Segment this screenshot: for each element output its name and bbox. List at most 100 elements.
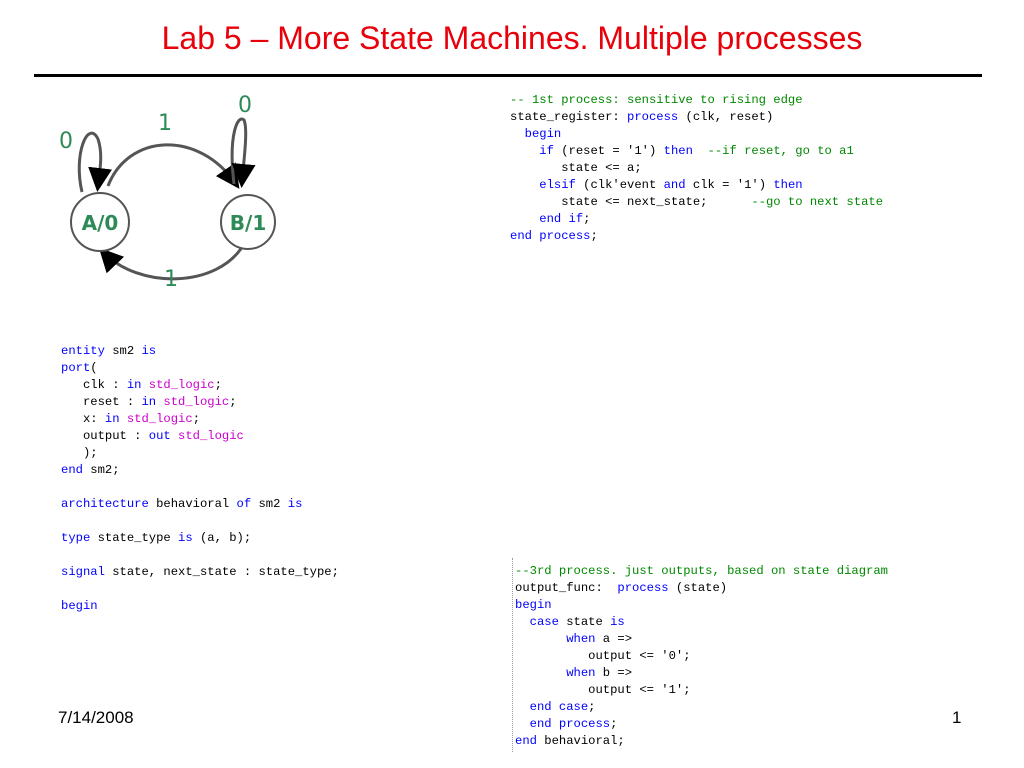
code-token	[515, 615, 530, 629]
code-line: type state_type is (a, b);	[61, 531, 251, 545]
code-line: if (reset = '1') then --if reset, go to …	[510, 144, 854, 158]
code-token: begin	[61, 599, 98, 613]
code-line: entity sm2 is	[61, 344, 156, 358]
self-loop-a-label: 0	[59, 129, 73, 154]
self-loop-b-label: 0	[238, 93, 252, 118]
code-token	[693, 144, 708, 158]
code-token: sm2	[251, 497, 288, 511]
code-token: ;	[610, 717, 618, 731]
state-a-label: A/0	[82, 211, 119, 235]
code-line: --3rd process. just outputs, based on st…	[515, 564, 888, 578]
code-token: ;	[229, 395, 237, 409]
code-line: end process;	[515, 717, 618, 731]
code-token: end process	[529, 717, 611, 731]
code-token: sm2;	[82, 463, 120, 477]
code-token: b =>	[595, 666, 633, 680]
code-line: x: in std_logic;	[61, 412, 200, 426]
code-token: state <= next_state;	[510, 195, 752, 209]
self-loop-b	[230, 117, 256, 188]
code-token: );	[61, 446, 98, 460]
code-token	[515, 700, 530, 714]
transition-arc-b-to-a	[98, 243, 246, 281]
code-token: state <= a;	[510, 161, 642, 175]
code-token: out	[148, 429, 171, 443]
code-token	[510, 178, 539, 192]
transition-b-to-a-label: 1	[164, 267, 178, 292]
code-token: signal	[61, 565, 105, 579]
code-line: signal state, next_state : state_type;	[61, 565, 339, 579]
code-line: output : out std_logic	[61, 429, 244, 443]
code-token: then	[663, 144, 693, 158]
code-block-entity: entity sm2 is port( clk : in std_logic; …	[61, 343, 339, 615]
code-token: is	[287, 497, 303, 511]
code-token: in	[141, 395, 157, 409]
page-number: 1	[952, 708, 962, 727]
code-token: end	[515, 734, 537, 748]
code-token	[510, 212, 539, 226]
self-loop-a	[77, 131, 113, 193]
code-token: (reset = '1')	[553, 144, 664, 158]
code-token: clk = '1')	[685, 178, 774, 192]
code-line: output_func: process (state)	[515, 581, 727, 595]
footer-date: 7/14/2008	[58, 708, 134, 727]
code-token: sm2	[104, 344, 142, 358]
code-line: -- 1st process: sensitive to rising edge	[510, 93, 803, 107]
code-token: end case	[529, 700, 589, 714]
code-line: elsif (clk'event and clk = '1') then	[510, 178, 802, 192]
code-token: behavioral;	[536, 734, 625, 748]
code-token: --3rd process. just outputs, based on st…	[515, 564, 888, 578]
code-token: (	[90, 361, 98, 375]
code-token	[120, 412, 127, 426]
code-token	[515, 632, 566, 646]
code-line: when b =>	[515, 666, 632, 680]
code-token: (state)	[668, 581, 728, 595]
code-token: ;	[588, 700, 596, 714]
code-token: elsif	[539, 178, 576, 192]
code-token: (clk, reset)	[678, 110, 774, 124]
state-b-label: B/1	[230, 211, 266, 235]
code-line: reset : in std_logic;	[61, 395, 237, 409]
code-token: when	[566, 632, 596, 646]
code-line: architecture behavioral of sm2 is	[61, 497, 302, 511]
transition-a-to-b-label: 1	[158, 111, 172, 136]
slide-title: Lab 5 – More State Machines. Multiple pr…	[161, 20, 863, 56]
code-token: end	[61, 463, 83, 477]
state-diagram: A/0 B/1 0 0 1 1	[59, 93, 276, 292]
code-token: std_logic	[163, 395, 230, 409]
code-token: output :	[61, 429, 149, 443]
transition-arc-a-to-b	[106, 143, 240, 189]
code-token: -- 1st process: sensitive to rising edge	[510, 93, 803, 107]
code-line: port(	[61, 361, 98, 375]
code-token: process	[617, 581, 669, 595]
code-token: end if	[539, 212, 584, 226]
code-line: end process;	[510, 229, 598, 243]
code-token: process	[627, 110, 679, 124]
code-token: (clk'event	[575, 178, 664, 192]
code-token: output <= '1';	[515, 683, 691, 697]
title-divider	[34, 74, 982, 77]
code-token: (a, b);	[192, 531, 252, 545]
code-line: output <= '0';	[515, 649, 691, 663]
code-block-border	[512, 558, 514, 752]
code-token: state	[558, 615, 611, 629]
state-b-circle	[220, 194, 276, 250]
code-token: output <= '0';	[515, 649, 691, 663]
code-line: when a =>	[515, 632, 632, 646]
code-token: in	[126, 378, 142, 392]
code-line: state_register: process (clk, reset)	[510, 110, 773, 124]
code-line: begin	[510, 127, 562, 141]
code-token: x:	[61, 412, 105, 426]
code-token: if	[539, 144, 554, 158]
code-token: --if reset, go to a1	[707, 144, 854, 158]
code-token	[510, 127, 525, 141]
code-token: state_type	[90, 531, 179, 545]
code-token: case	[529, 615, 559, 629]
code-line: case state is	[515, 615, 625, 629]
code-token: and	[663, 178, 686, 192]
code-token: begin	[515, 598, 552, 612]
code-line: begin	[515, 598, 552, 612]
code-line: end sm2;	[61, 463, 120, 477]
code-token: clk :	[61, 378, 127, 392]
code-token: ;	[590, 229, 598, 243]
code-token: std_logic	[148, 378, 215, 392]
